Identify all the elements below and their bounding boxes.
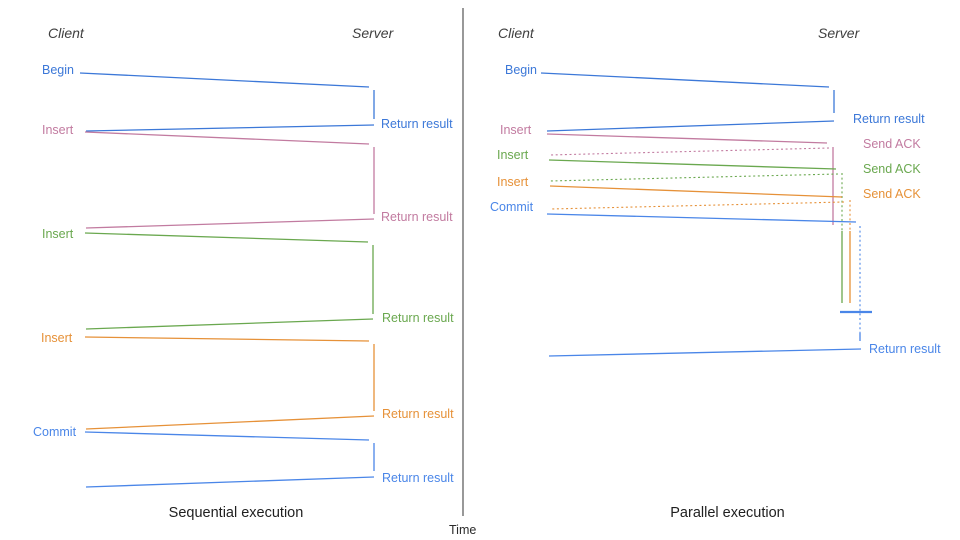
seq-insert2-flow: [84, 232, 374, 330]
seq-insert3-flow: [84, 336, 375, 430]
par-client-heading: Client: [498, 25, 534, 41]
par-begin-flow: [540, 72, 835, 132]
par-insert1-flow: [546, 133, 834, 225]
par-begin-return-label: Return result: [853, 112, 925, 126]
par-insert3-flow: [549, 185, 851, 303]
par-begin-label: Begin: [505, 63, 537, 77]
par-insert1-ack-label: Send ACK: [863, 137, 921, 151]
par-insert2-label: Insert: [497, 148, 529, 162]
par-insert1-label: Insert: [500, 123, 532, 137]
time-axis-label: Time: [449, 523, 477, 537]
par-server-heading: Server: [818, 25, 860, 41]
par-commit-flow: [546, 213, 872, 357]
seq-insert3-return-label: Return result: [382, 407, 454, 421]
par-title: Parallel execution: [670, 505, 785, 521]
par-insert3-ack-label: Send ACK: [863, 187, 921, 201]
seq-insert1-return-label: Return result: [381, 210, 453, 224]
seq-insert1-label: Insert: [42, 123, 74, 137]
par-insert2-ack-label: Send ACK: [863, 162, 921, 176]
seq-begin-flow: [79, 72, 375, 132]
par-insert3-label: Insert: [497, 175, 529, 189]
seq-insert2-return-label: Return result: [382, 311, 454, 325]
seq-begin-return-label: Return result: [381, 117, 453, 131]
par-commit-return-label: Return result: [869, 342, 941, 356]
seq-title: Sequential execution: [168, 505, 304, 521]
seq-commit-flow: [84, 431, 375, 488]
seq-commit-label: Commit: [33, 425, 77, 439]
seq-insert3-label: Insert: [41, 331, 73, 345]
seq-begin-label: Begin: [42, 63, 74, 77]
seq-insert1-flow: [84, 131, 375, 229]
seq-client-heading: Client: [48, 25, 84, 41]
seq-insert2-label: Insert: [42, 227, 74, 241]
par-commit-label: Commit: [490, 200, 534, 214]
par-insert2-flow: [548, 159, 843, 303]
seq-commit-return-label: Return result: [382, 471, 454, 485]
seq-server-heading: Server: [352, 25, 394, 41]
